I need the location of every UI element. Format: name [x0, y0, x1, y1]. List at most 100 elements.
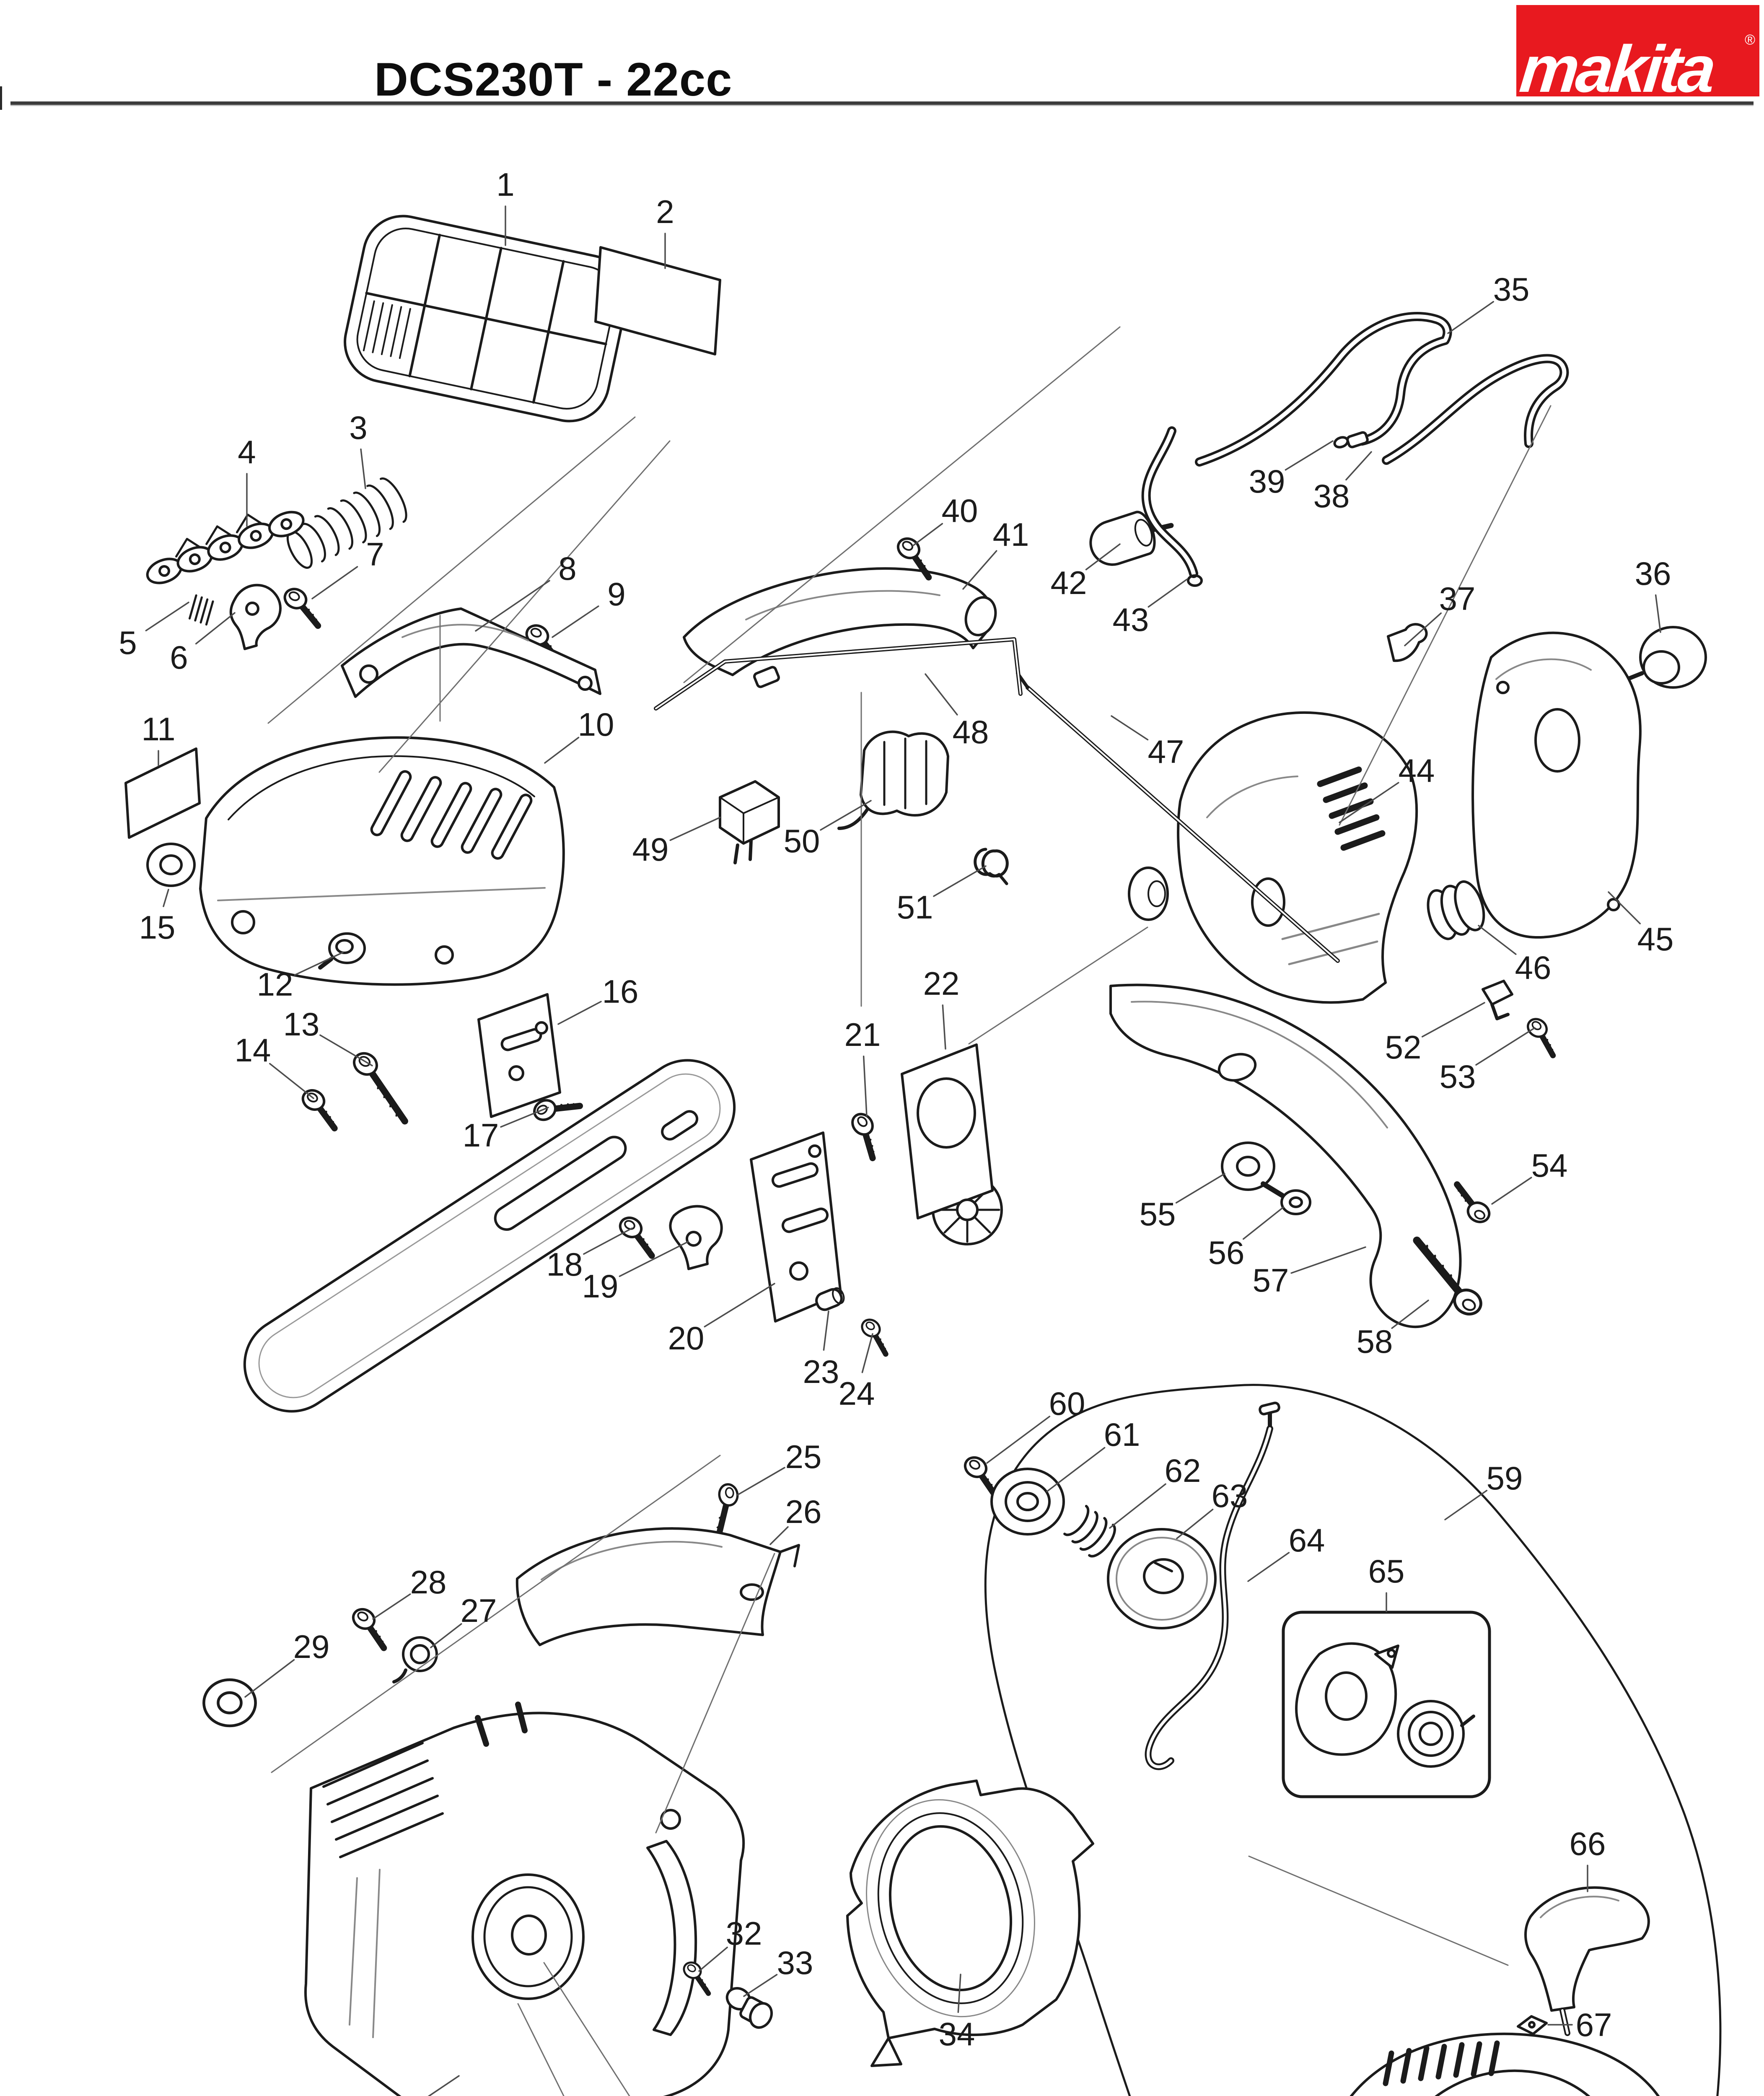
- brake-lever-drawing: [341, 607, 601, 698]
- leader-line-39: [1285, 440, 1334, 471]
- part-number-36: 36: [1635, 555, 1671, 592]
- part-number-10: 10: [578, 706, 614, 743]
- construction-line-8: [1248, 1855, 1509, 1966]
- part-number-7: 7: [366, 536, 384, 573]
- guard-plate-drawing: [477, 993, 561, 1118]
- part-number-16: 16: [602, 973, 639, 1010]
- leader-line-41: [962, 550, 997, 590]
- leader-line-44: [1339, 782, 1399, 823]
- leader-line-46: [1478, 925, 1517, 955]
- registered-trademark-icon: ®: [1744, 32, 1755, 48]
- leader-line-56: [1242, 1206, 1284, 1240]
- part-number-13: 13: [283, 1006, 320, 1043]
- part-number-23: 23: [803, 1353, 839, 1390]
- makita-logo: makita ®: [1516, 5, 1759, 106]
- part-number-29: 29: [293, 1628, 330, 1665]
- leader-line-33: [743, 1974, 778, 1997]
- leader-line-57: [1290, 1246, 1366, 1274]
- construction-line-6: [968, 926, 1148, 1045]
- part-number-30: 30: [390, 2092, 426, 2096]
- bushing-33-drawing: [725, 1987, 773, 2029]
- part-number-63: 63: [1212, 1477, 1248, 1514]
- part-number-46: 46: [1515, 949, 1552, 986]
- part-number-57: 57: [1253, 1262, 1289, 1299]
- scan-artifact: [0, 86, 2, 110]
- part-number-61: 61: [1104, 1416, 1140, 1453]
- model-sticker-drawing: [594, 246, 721, 355]
- throttle-wire-drawing: [654, 637, 1023, 711]
- fan-shroud-drawing: [846, 1780, 1094, 2067]
- part-number-48: 48: [953, 713, 989, 750]
- damper-55-drawing: [1221, 1141, 1275, 1191]
- leader-line-18: [583, 1227, 633, 1255]
- part-number-42: 42: [1051, 564, 1087, 601]
- fuel-hose-drawing: [1141, 426, 1203, 587]
- leader-line-10: [544, 737, 580, 764]
- leader-line-64: [1247, 1552, 1290, 1582]
- spring-washer-drawing: [392, 1636, 438, 1684]
- part-number-38: 38: [1313, 477, 1350, 514]
- saw-chain-drawing: [146, 511, 305, 584]
- part-number-19: 19: [582, 1268, 619, 1305]
- part-number-14: 14: [235, 1032, 271, 1069]
- part-number-32: 32: [726, 1915, 762, 1952]
- bolt-56-drawing: [1261, 1181, 1311, 1215]
- part-number-12: 12: [257, 966, 293, 1003]
- part-number-65: 65: [1368, 1553, 1405, 1590]
- hose-connector-drawing: [1333, 431, 1369, 449]
- leader-line-37: [1404, 612, 1442, 646]
- leader-line-40: [912, 523, 943, 547]
- part-number-52: 52: [1385, 1029, 1422, 1066]
- construction-line-1: [267, 416, 636, 724]
- guide-bar-drawing: [243, 1059, 736, 1413]
- screw-21-drawing: [843, 1110, 891, 1159]
- leader-line-63: [1176, 1508, 1214, 1539]
- leader-line-38: [1345, 451, 1372, 481]
- fuel-lines-drawing: [1195, 312, 1569, 467]
- rewind-spring-kit-drawing: [1282, 1611, 1491, 1798]
- leader-line-54: [1491, 1177, 1532, 1205]
- part-number-11: 11: [142, 711, 176, 747]
- part-number-67: 67: [1576, 2006, 1612, 2043]
- warning-sticker-drawing: [124, 747, 201, 839]
- leader-line-17: [500, 1107, 549, 1128]
- part-number-41: 41: [993, 516, 1029, 553]
- part-number-64: 64: [1289, 1522, 1325, 1559]
- part-number-9: 9: [607, 576, 625, 612]
- leader-line-58: [1391, 1300, 1429, 1329]
- leader-line-50: [820, 800, 872, 831]
- part-number-3: 3: [349, 409, 367, 446]
- part-number-15: 15: [139, 909, 176, 946]
- rear-handle-drawing: [1109, 983, 1462, 1328]
- construction-line-7: [271, 1455, 721, 1773]
- leader-line-59: [1444, 1489, 1488, 1520]
- part-number-21: 21: [844, 1016, 881, 1053]
- screw-18-drawing: [613, 1214, 663, 1257]
- part-number-43: 43: [1113, 601, 1149, 638]
- leader-line-13: [319, 1034, 373, 1066]
- part-number-26: 26: [785, 1493, 822, 1530]
- leader-line-23: [823, 1310, 829, 1351]
- pawl-spring-drawing: [188, 594, 214, 626]
- part-number-55: 55: [1140, 1196, 1176, 1232]
- leader-line-28: [372, 1593, 411, 1620]
- screw-53-drawing: [1521, 1015, 1565, 1056]
- part-number-51: 51: [897, 889, 933, 926]
- throttle-trigger-drawing: [837, 730, 949, 830]
- construction-line-13: [517, 2003, 565, 2096]
- leader-line-49: [669, 817, 721, 841]
- part-number-18: 18: [547, 1246, 583, 1283]
- starter-assembly-boundary: [984, 1384, 1722, 2096]
- leader-line-47: [1111, 715, 1149, 741]
- leader-line-20: [704, 1283, 775, 1328]
- construction-line-4: [1339, 405, 1552, 826]
- part-number-49: 49: [632, 831, 669, 868]
- part-number-40: 40: [942, 492, 978, 529]
- leader-line-26: [769, 1526, 789, 1545]
- page-title: DCS230T - 22cc: [374, 53, 733, 106]
- leader-line-43: [1148, 578, 1188, 608]
- air-filter-drawing: [344, 215, 629, 423]
- part-number-5: 5: [119, 624, 137, 661]
- part-number-1: 1: [496, 166, 514, 203]
